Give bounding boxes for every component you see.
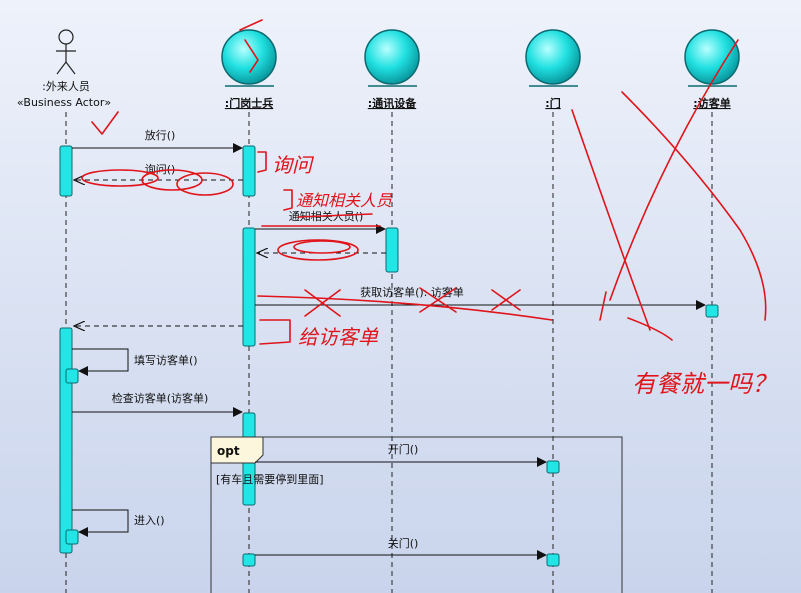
strike-m4-line-icon [257,295,553,321]
activation-guard-1 [242,145,256,197]
message-label-m6: 检查访客单(访客单) [112,391,209,405]
participant-label-door: :门 [545,96,560,110]
activation-comm-1 [385,227,399,273]
participant-label-actor: :外来人员 [42,80,90,93]
fragment-guard: [有车且需要停到里面] [216,472,324,486]
actor-figure-icon [56,29,76,75]
opt-fragment: opt [有车且需要停到里面] [210,436,623,593]
message-arrow-m8 [72,509,129,537]
scribble-guard-icon [239,19,263,73]
bracket-3-icon [259,319,291,345]
annotation-2: 通知相关人员 [296,191,393,210]
entity-ball-icon-door [525,29,581,87]
activation-form-1 [705,304,719,318]
activation-actor-1 [59,145,73,197]
message-label-m7: 开门() [388,442,419,456]
bracket-1-icon [257,151,267,173]
cross-3-icon [491,289,521,311]
cross-1-icon [304,289,341,317]
annotation-3: 给访客单 [298,325,379,349]
handwritten-annotations: 询问 通知相关人员 给访客单 有餐就一吗？ [81,19,776,398]
scribble-loop-2-icon [141,169,203,191]
message-label-m9: 关门() [388,536,419,550]
entity-ball-icon-form [684,29,740,87]
fragment-operator: opt [217,444,240,458]
bracket-2-icon [283,189,293,211]
scribble-loop-4-icon [277,239,359,261]
activation-door-2 [546,553,560,567]
message-arrow-m5 [72,348,129,376]
note-leader-icon [627,317,673,341]
message-label-m8: 进入() [134,514,165,527]
entity-ball-icon-comm [364,29,420,87]
participant-label-comm: :通讯设备 [368,96,417,110]
check-mark-icon [91,111,119,135]
activation-actor-2 [59,327,73,554]
activation-guard-2 [242,227,256,347]
message-label-m4: 获取访客单(): 访客单 [360,285,464,299]
strike-m3-icon [261,213,381,227]
activation-actor-self-1 [65,368,79,384]
scribble-loop-1-icon [81,169,159,187]
message-label-m1: 放行() [145,128,176,142]
participant-stereotype-actor: «Business Actor» [17,96,111,109]
activation-actor-self-2 [65,529,79,545]
annotation-1: 询问 [272,153,315,177]
big-cross-icon [571,39,767,331]
activation-guard-4 [242,553,256,567]
participant-label-guard: :门岗士兵 [225,96,273,110]
annotation-4: 有餐就一吗？ [632,370,776,398]
activation-door-1 [546,460,560,474]
entity-ball-icon-guard [221,29,277,87]
scribble-loop-3-icon [176,172,234,196]
message-label-m5: 填写访客单() [134,353,198,367]
scribble-loop-5-icon [293,240,351,254]
